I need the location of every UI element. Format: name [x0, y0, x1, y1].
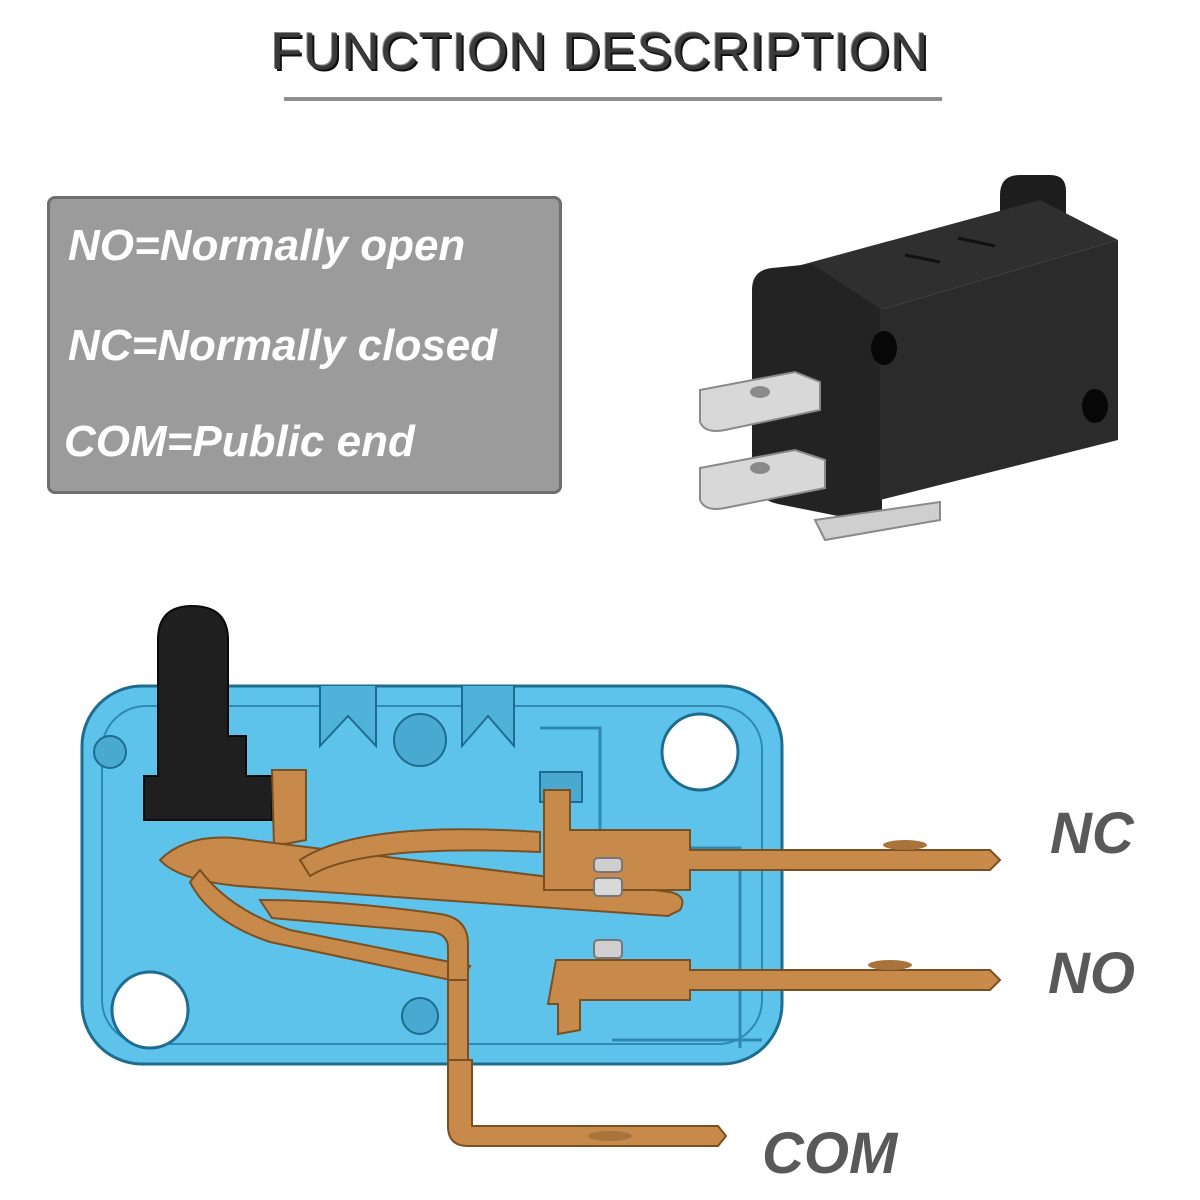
label-com: COM	[762, 1121, 898, 1186]
mount-hole-icon	[660, 712, 740, 792]
legend-box: NO=Normally open NC=Normally closed COM=…	[47, 196, 562, 494]
moving-contact-arm	[158, 836, 684, 918]
mount-hole-icon	[1082, 389, 1108, 423]
terminal-hole-icon	[750, 386, 770, 398]
title-underline	[284, 97, 942, 101]
com-terminal	[447, 1059, 728, 1147]
legend-item-nc: NC=Normally closed	[68, 321, 498, 370]
photo-terminal-bottom	[813, 500, 941, 542]
com-lead	[258, 898, 469, 985]
mount-hole-icon	[871, 331, 897, 365]
no-fixed-contact	[593, 939, 623, 959]
photo-terminal-lower	[699, 448, 826, 510]
top-slot	[904, 253, 941, 264]
switch-top-face	[790, 200, 1118, 310]
nc-fixed-contact	[593, 857, 623, 873]
legend-item-no: NO=Normally open	[68, 221, 466, 270]
label-nc: NC	[1050, 801, 1134, 866]
housing-hole-icon	[93, 735, 127, 769]
terminal-hole-icon	[588, 1131, 632, 1141]
terminal-hole-icon	[883, 840, 927, 850]
legend-item-com: COM=Public end	[64, 417, 415, 466]
top-slot	[957, 236, 996, 248]
page-title: FUNCTION DESCRIPTION	[270, 23, 930, 81]
photo-terminal-upper	[699, 370, 821, 432]
com-lead-vertical	[447, 979, 469, 1067]
housing-hole-icon	[401, 997, 439, 1035]
no-terminal	[546, 959, 1002, 1036]
housing-hole-icon	[393, 713, 447, 767]
label-no: NO	[1048, 941, 1135, 1006]
moving-contact	[593, 877, 623, 897]
terminal-hole-icon	[868, 960, 912, 970]
housing-notch	[461, 686, 515, 749]
housing-notch	[319, 686, 377, 749]
housing-inner-edge	[101, 705, 763, 1045]
nc-terminal	[543, 789, 1002, 891]
terminal-hole-icon	[750, 462, 770, 474]
mount-hole-icon	[110, 970, 190, 1050]
spring-blade-upper	[298, 828, 541, 878]
switch-side-face	[880, 240, 1118, 500]
spring-post	[270, 769, 307, 848]
